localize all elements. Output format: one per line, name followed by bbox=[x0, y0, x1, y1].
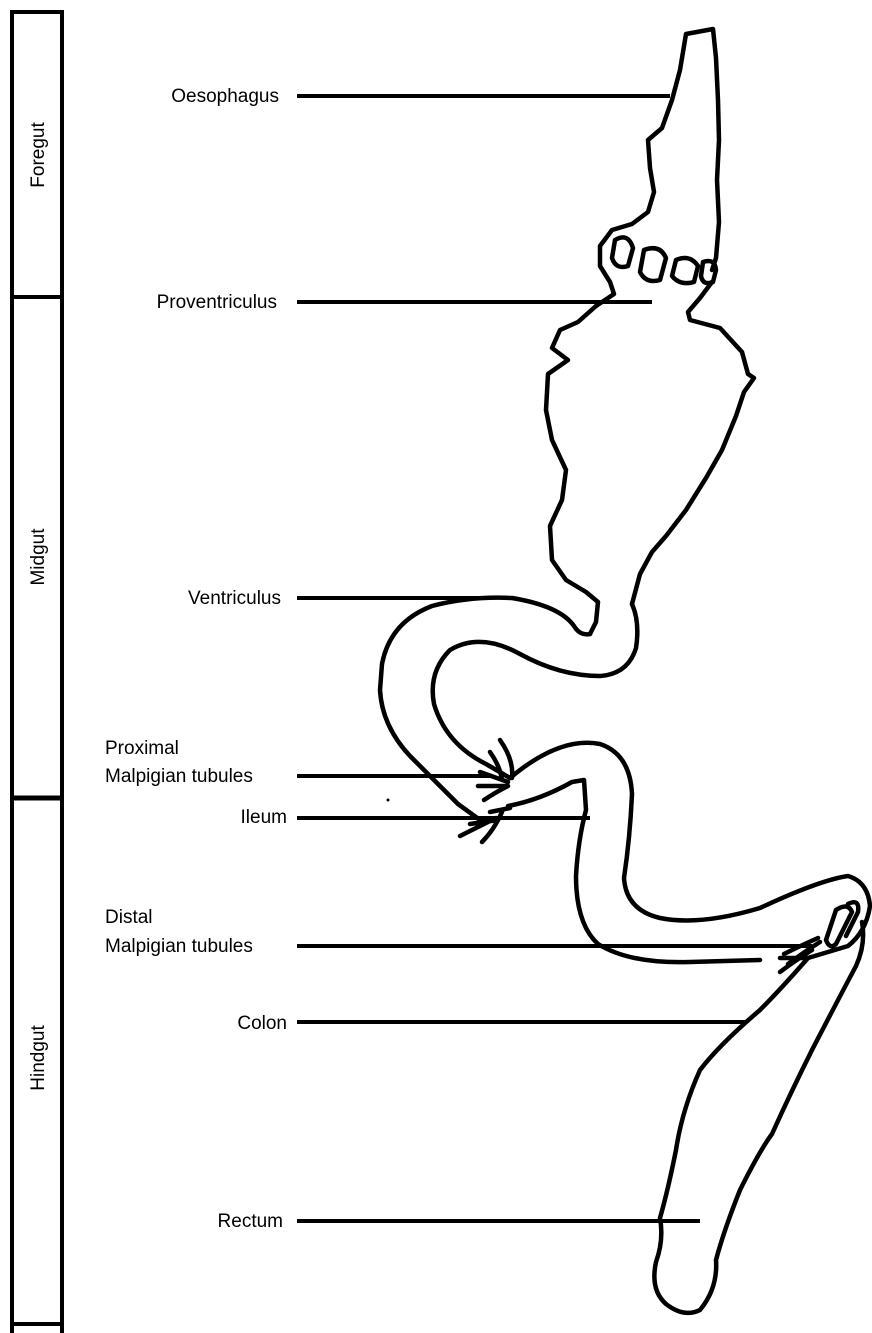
label-distal-line1: Distal bbox=[105, 907, 153, 928]
section-bar bbox=[10, 12, 64, 1333]
leader-lines bbox=[297, 96, 812, 1221]
ventriculus-outline bbox=[546, 282, 754, 634]
label-ileum: Ileum bbox=[241, 807, 287, 828]
label-colon: Colon bbox=[237, 1013, 287, 1034]
section-label-foregut: Foregut bbox=[28, 122, 49, 188]
section-label-hindgut: Hindgut bbox=[28, 1025, 49, 1091]
label-proximal-malpigian-tubules: Malpigian tubules bbox=[105, 766, 253, 787]
proventriculus-teeth bbox=[612, 237, 716, 283]
stray-dot bbox=[387, 799, 390, 802]
label-oesophagus: Oesophagus bbox=[171, 86, 279, 107]
label-distal-malpigian-tubules: Malpigian tubules bbox=[105, 936, 253, 957]
label-rectum: Rectum bbox=[218, 1211, 283, 1232]
label-proximal-line1: Proximal bbox=[105, 738, 179, 759]
ileum-outline bbox=[508, 743, 870, 962]
label-ventriculus: Ventriculus bbox=[188, 588, 281, 609]
distal-malpigian-tubules-drawing bbox=[780, 902, 858, 972]
label-proventriculus: Proventriculus bbox=[157, 292, 277, 313]
ventriculus-loop-inner bbox=[433, 604, 638, 778]
section-label-midgut: Midgut bbox=[28, 528, 49, 586]
colon-rectum-outline bbox=[654, 922, 863, 1313]
